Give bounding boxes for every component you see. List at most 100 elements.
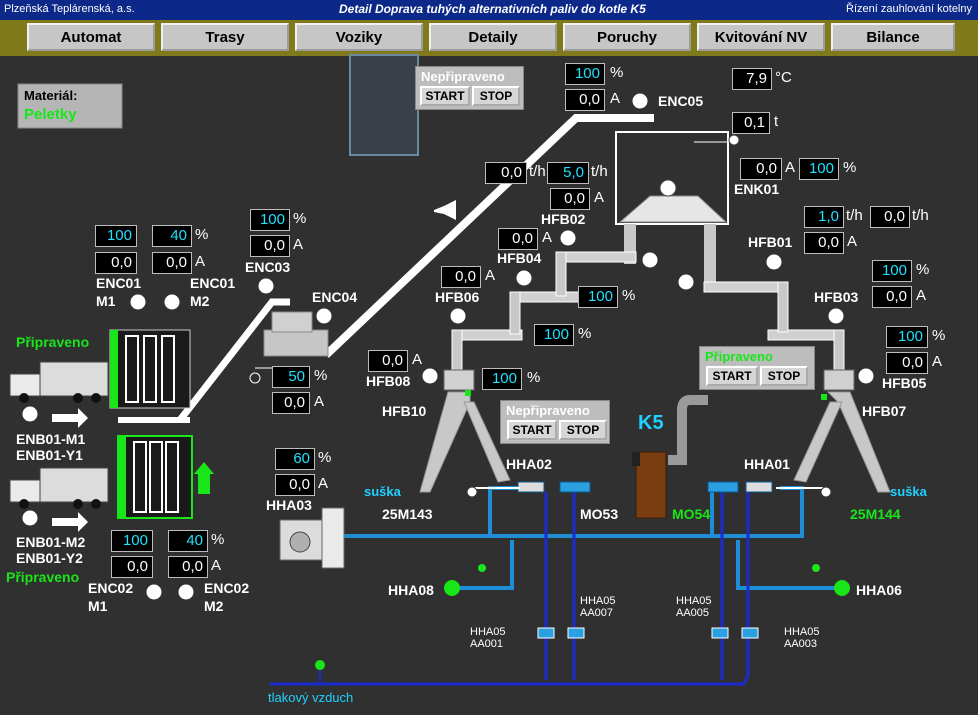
- conveyor-enc05: [323, 114, 654, 358]
- enc05-stop-button[interactable]: STOP: [472, 86, 520, 106]
- system-name: Řízení zauhlování kotelny: [846, 3, 972, 15]
- material-value: Peletky: [24, 106, 77, 123]
- enc04-amp-display: 0,0: [272, 392, 310, 414]
- hha02-label: HHA02: [506, 456, 552, 472]
- hha02-status: Nepřipraveno: [506, 403, 590, 418]
- enc05-label: ENC05: [658, 93, 704, 109]
- nav-voziky-button[interactable]: Voziky: [295, 23, 423, 51]
- valve-hha06-icon: [834, 580, 850, 596]
- bin2-status: Připraveno: [6, 569, 80, 585]
- enc02-m2-label: ENC02: [204, 580, 250, 596]
- hfb01-label: HFB01: [748, 234, 793, 250]
- unit: %: [211, 531, 225, 548]
- enc05-pct-display: 100: [565, 63, 605, 85]
- enc02-m1-label: ENC02: [88, 580, 134, 596]
- storage-bin-2: [117, 435, 193, 519]
- bin1-status: Připraveno: [16, 334, 90, 350]
- hfb05-label: HFB05: [882, 375, 927, 391]
- unit: A: [485, 267, 496, 284]
- enc02-m1-amp-display: 0,0: [111, 556, 153, 578]
- bunker: [615, 131, 729, 225]
- hfb01-flow-display-2: 0,0: [870, 206, 910, 228]
- enc03-label: ENC03: [245, 259, 291, 275]
- hfb04-amp-display: 0,0: [498, 228, 538, 250]
- air-pipes: [344, 486, 836, 590]
- unit: %: [916, 261, 930, 278]
- 25m143-label: 25M143: [382, 506, 433, 522]
- feeder-hfb10: [443, 369, 475, 391]
- unit: A: [318, 475, 329, 492]
- enk01-amp-display: 0,0: [740, 158, 782, 180]
- nav-detaily-button[interactable]: Detaily: [429, 23, 557, 51]
- unit: %: [314, 367, 328, 384]
- nav-automat-button[interactable]: Automat: [27, 23, 155, 51]
- hha06-label: HHA06: [856, 582, 902, 598]
- enc01-m2-motor-label: M2: [190, 293, 210, 309]
- hha01-start-button[interactable]: START: [706, 366, 758, 386]
- enc01-m1-label: ENC01: [96, 275, 142, 291]
- enc04-pct-display: 50: [272, 366, 310, 388]
- unit: t/h: [912, 207, 929, 224]
- screw-conveyors-right: [703, 281, 845, 373]
- boiler-k5: [635, 451, 667, 519]
- company-name: Plzeňská Teplárenská, a.s.: [4, 3, 135, 15]
- enc05-control-panel: Nepřipraveno START STOP: [415, 66, 524, 110]
- mo53-label: MO53: [580, 506, 619, 522]
- unit: A: [542, 229, 553, 246]
- nav-trasy-button[interactable]: Trasy: [161, 23, 289, 51]
- hha03-amp-display: 0,0: [275, 474, 315, 496]
- enb01-m1-label: ENB01-M1: [16, 431, 86, 447]
- nav-bar: Automat Trasy Voziky Detaily Poruchy Kvi…: [0, 20, 978, 56]
- hfb03-amp-display: 0,0: [872, 286, 912, 308]
- hha02-stop-button[interactable]: STOP: [559, 420, 607, 440]
- nav-bilance-button[interactable]: Bilance: [831, 23, 955, 51]
- hfb02-amp-display: 0,0: [550, 188, 590, 210]
- arrow-right-2-icon: [52, 512, 88, 532]
- up-arrow-icon: [194, 462, 214, 494]
- unit: A: [211, 557, 222, 574]
- hfb06-pct-display: 100: [534, 324, 574, 346]
- enc03-pct-display: 100: [250, 209, 290, 231]
- hfb08-label: HFB08: [366, 373, 411, 389]
- nav-poruchy-button[interactable]: Poruchy: [563, 23, 691, 51]
- bunker-distributor: [618, 195, 728, 223]
- compressed-air-label: tlakový vzduch: [268, 690, 354, 705]
- small-valves: [537, 627, 759, 639]
- hfb05-amp-display: 0,0: [886, 352, 928, 374]
- feeder-hfb07: [823, 369, 855, 391]
- enb01-m2-label: ENB01-M2: [16, 534, 86, 550]
- enc05-start-button[interactable]: START: [420, 86, 470, 106]
- silo-icon: [349, 54, 419, 156]
- hha01-stop-button[interactable]: STOP: [760, 366, 808, 386]
- hfb01-amp-display: 0,0: [804, 232, 844, 254]
- enc03-amp-display: 0,0: [250, 235, 290, 257]
- enc01-m1-pct-display: 100: [95, 225, 137, 247]
- hfb01-flow-display-1: 1,0: [804, 206, 844, 228]
- enc05-amp-display: 0,0: [565, 89, 605, 111]
- hfb08-amp-display: 0,0: [368, 350, 408, 372]
- unit: A: [594, 189, 605, 206]
- unit: t/h: [591, 163, 608, 180]
- flow-display-2: 5,0: [547, 162, 589, 184]
- 25m144-label: 25M144: [850, 506, 901, 522]
- unit: A: [785, 159, 796, 176]
- hfb05-pct-display: 100: [886, 326, 928, 348]
- unit: t/h: [846, 207, 863, 224]
- hfb04-pct-display: 100: [578, 286, 618, 308]
- enc01-m2-label: ENC01: [190, 275, 236, 291]
- nav-kvitovani-button[interactable]: Kvitování NV: [697, 23, 825, 51]
- truck-1-icon: [9, 361, 109, 403]
- hfb08-pct-display: 100: [482, 368, 522, 390]
- boiler-k5-label: K5: [638, 412, 664, 434]
- hfb04-label: HFB04: [497, 250, 542, 266]
- arrow-right-1-icon: [52, 408, 88, 428]
- hha02-start-button[interactable]: START: [507, 420, 557, 440]
- suska-right-label: suška: [890, 484, 927, 499]
- screen-title: Detail Doprava tuhých alternativních pal…: [339, 2, 646, 16]
- unit: A: [293, 236, 304, 253]
- enc02-m1-pct-display: 100: [111, 530, 153, 552]
- hha01-status: Připraveno: [705, 349, 773, 364]
